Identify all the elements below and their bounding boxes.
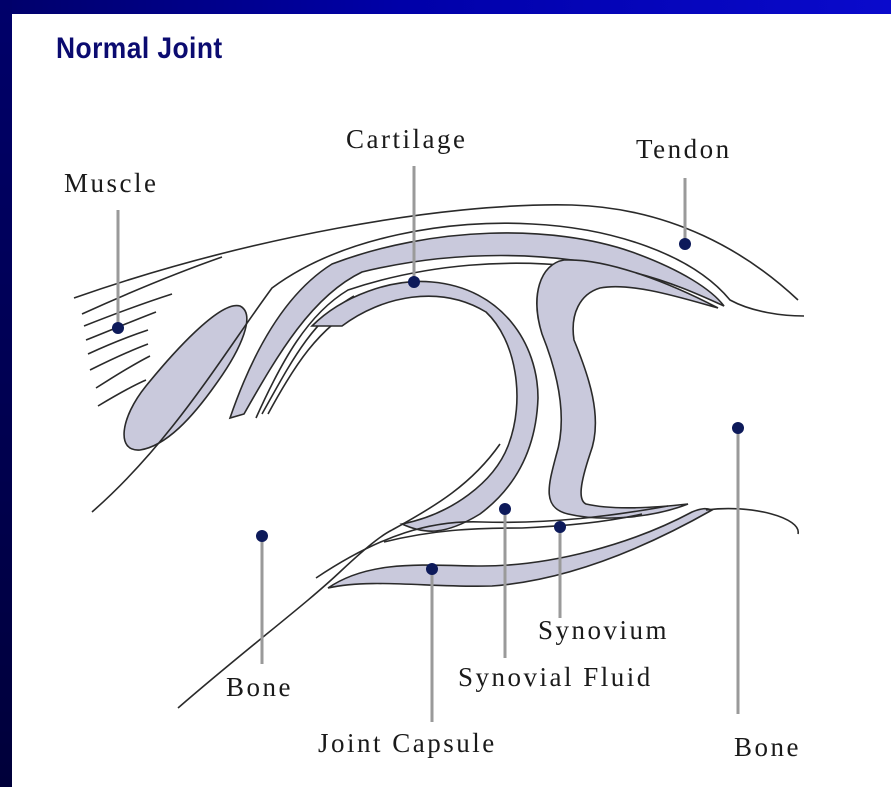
label-joint-capsule: Joint Capsule bbox=[318, 728, 497, 758]
joint-diagram: Muscle Cartilage Tendon Bone Synovium Sy… bbox=[12, 14, 891, 787]
label-tendon: Tendon bbox=[636, 134, 732, 164]
diagram-panel: Normal Joint bbox=[12, 14, 891, 787]
label-bone-right: Bone bbox=[734, 732, 801, 762]
label-synovium: Synovium bbox=[538, 615, 669, 645]
label-muscle: Muscle bbox=[64, 168, 158, 198]
articular-cartilage bbox=[312, 281, 538, 531]
frame-top-bar bbox=[0, 0, 891, 14]
label-bone-left: Bone bbox=[226, 672, 293, 702]
muscle-belly bbox=[124, 306, 247, 451]
synovium-membrane bbox=[537, 260, 718, 518]
frame-left-bar bbox=[0, 0, 12, 787]
label-synovial-fluid: Synovial Fluid bbox=[458, 662, 653, 692]
joint-capsule-area bbox=[316, 506, 798, 588]
label-cartilage: Cartilage bbox=[346, 124, 467, 154]
